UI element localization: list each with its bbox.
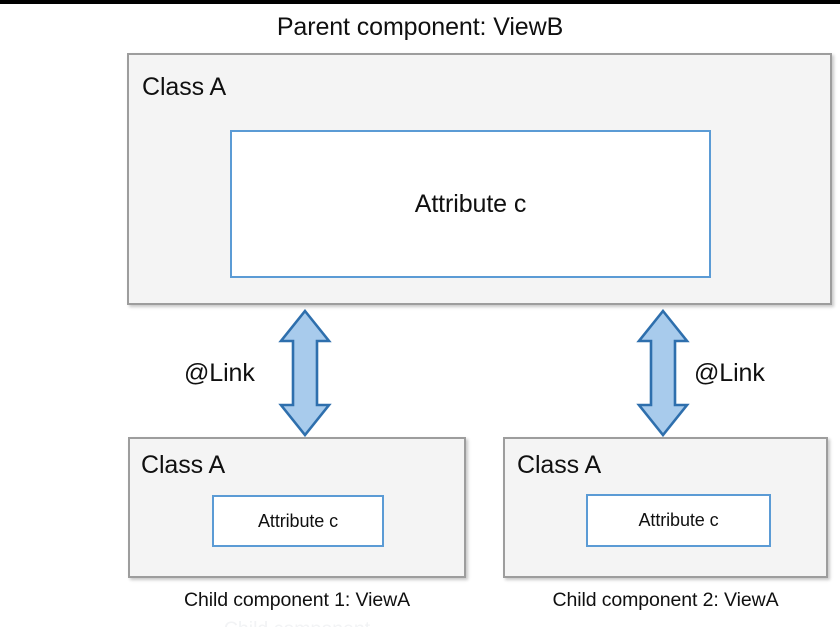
double-headed-arrow-icon bbox=[636, 308, 690, 438]
child-component-1-caption: Child component 1: ViewA bbox=[184, 589, 410, 611]
link-annotation-right: @Link bbox=[694, 359, 765, 387]
link-annotation-left: @Link bbox=[184, 359, 255, 387]
child-1-attribute-box: Attribute c bbox=[212, 495, 384, 547]
child-2-attribute-box: Attribute c bbox=[586, 494, 771, 547]
child-1-class-label: Class A bbox=[141, 451, 226, 479]
child-2-class-label: Class A bbox=[517, 451, 602, 479]
clipped-caption-fragment: Child component bbox=[128, 617, 466, 627]
double-arrow-icon-right bbox=[636, 308, 690, 438]
child-component-2-caption: Child component 2: ViewA bbox=[552, 589, 779, 611]
parent-component-title: Parent component: ViewB bbox=[276, 13, 564, 41]
double-arrow-icon-left bbox=[278, 308, 332, 438]
double-headed-arrow-icon bbox=[278, 308, 332, 438]
top-black-band bbox=[0, 0, 840, 4]
parent-class-label: Class A bbox=[142, 73, 227, 101]
parent-attribute-box: Attribute c bbox=[230, 130, 711, 278]
